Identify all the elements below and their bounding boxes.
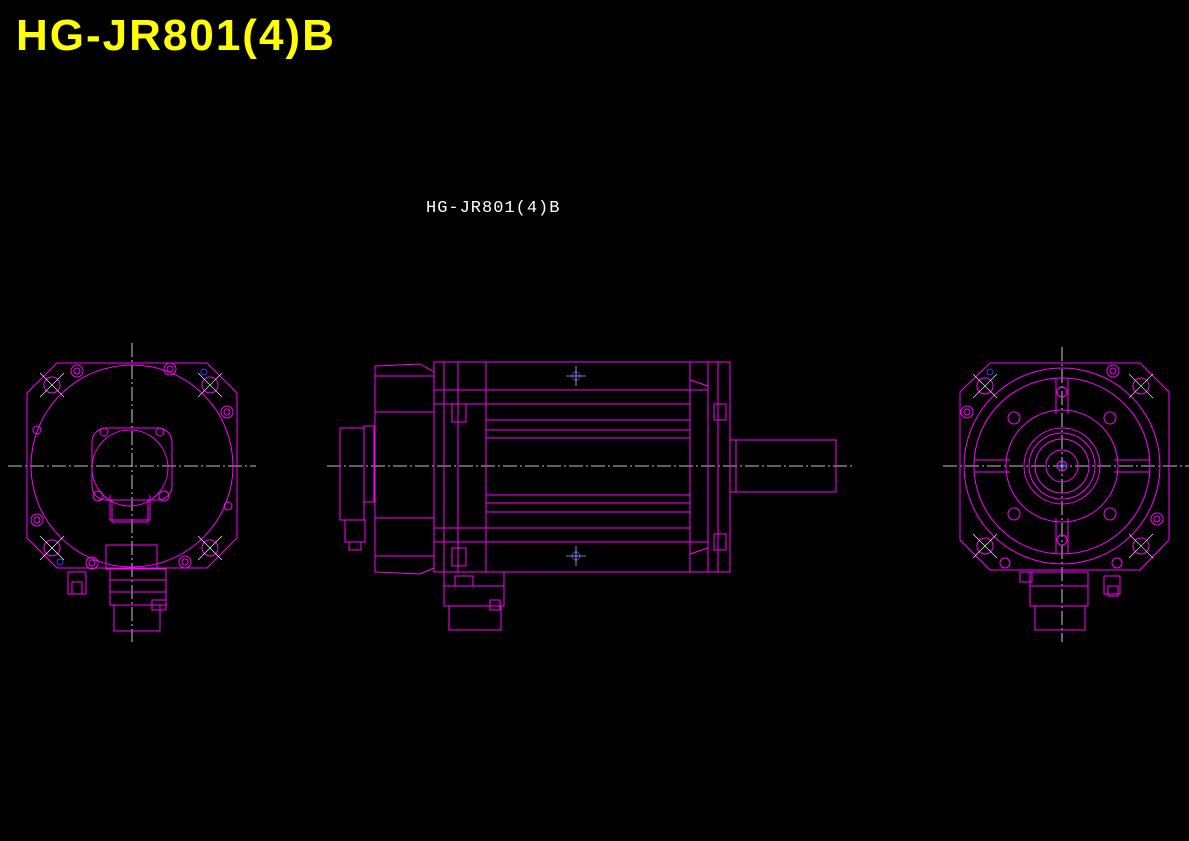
output-shaft bbox=[729, 439, 837, 493]
motor-body bbox=[433, 361, 709, 573]
mounting-hole bbox=[43, 539, 61, 557]
encoder-connector bbox=[339, 427, 365, 521]
front-power-connector bbox=[1029, 571, 1089, 607]
mounting-hole bbox=[1132, 537, 1150, 555]
rear-housing-circle bbox=[30, 364, 234, 568]
mounting-hole bbox=[43, 376, 61, 394]
mounting-hole bbox=[976, 537, 994, 555]
drawing-label: HG-JR801(4)B bbox=[426, 199, 560, 218]
motor-flange bbox=[707, 361, 731, 573]
side-power-connector bbox=[443, 571, 505, 607]
bolt-hole bbox=[1059, 463, 1065, 469]
mounting-hole bbox=[201, 539, 219, 557]
front-housing-circle bbox=[963, 367, 1161, 565]
drawing-title: HG-JR801(4)B bbox=[16, 11, 336, 60]
mounting-hole bbox=[976, 377, 994, 395]
rear-flange-outline bbox=[26, 362, 238, 569]
shaft-end bbox=[1045, 449, 1079, 483]
side-view bbox=[327, 361, 852, 631]
bolt-hole bbox=[986, 368, 994, 376]
rear-view bbox=[8, 343, 256, 642]
mounting-hole bbox=[201, 376, 219, 394]
front-view bbox=[943, 347, 1189, 642]
encoder-housing bbox=[374, 363, 435, 575]
front-flange-outline bbox=[959, 362, 1170, 571]
bolt-hole bbox=[56, 558, 64, 566]
hub-outer bbox=[1023, 427, 1101, 505]
encoder-ring bbox=[91, 429, 169, 507]
bolt-hole bbox=[200, 368, 208, 376]
mounting-hole bbox=[1132, 377, 1150, 395]
